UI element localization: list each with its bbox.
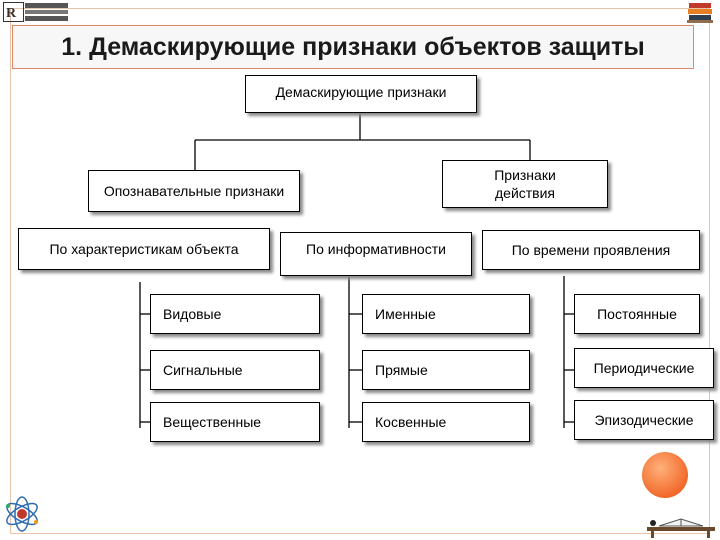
category-informativeness: По информативности [280,232,472,276]
item-label: Косвенные [375,414,447,430]
book-desk-icon [647,518,715,538]
item-label: Периодические [593,360,695,376]
node-action-features: Признаки действия [442,160,608,208]
university-logo: R [3,2,68,22]
books-icon [687,3,713,23]
item-signalnye: Сигнальные [150,350,320,390]
category-time-manifestation: По времени проявления [482,230,700,270]
item-label: Именные [375,306,436,322]
item-label: Эпизодические [594,412,694,428]
item-label: Сигнальные [163,362,243,378]
root-node-label: Демаскирующие признаки [275,84,447,100]
node-action-label: Признаки действия [494,167,556,201]
node-identification-features: Опознавательные признаки [88,170,300,212]
item-epizodicheskie: Эпизодические [574,400,714,440]
item-imennye: Именные [362,294,530,334]
item-periodicheskie: Периодические [574,348,714,388]
root-node: Демаскирующие признаки [245,75,477,113]
item-kosvennye: Косвенные [362,402,530,442]
category-object-characteristics: По характеристикам объекта [18,228,270,270]
orange-circle-decoration [642,452,688,498]
svg-text:R: R [6,6,17,21]
item-label: Вещественные [163,414,262,430]
atom-icon [6,496,38,532]
item-label: Видовые [163,306,222,322]
slide-title: 1. Демаскирующие признаки объектов защит… [12,25,694,69]
slide-frame [10,8,710,534]
slide-title-text: 1. Демаскирующие признаки объектов защит… [61,32,645,61]
item-label: Прямые [375,362,428,378]
item-veshchestvennye: Вещественные [150,402,320,442]
item-label: Постоянные [597,306,677,322]
item-vidovye: Видовые [150,294,320,334]
item-pryamye: Прямые [362,350,530,390]
category-label: По характеристикам объекта [49,241,239,257]
item-postoyannye: Постоянные [574,294,700,334]
node-identification-label: Опознавательные признаки [103,183,285,199]
category-label: По времени проявления [511,242,671,258]
category-label: По информативности [306,241,446,257]
